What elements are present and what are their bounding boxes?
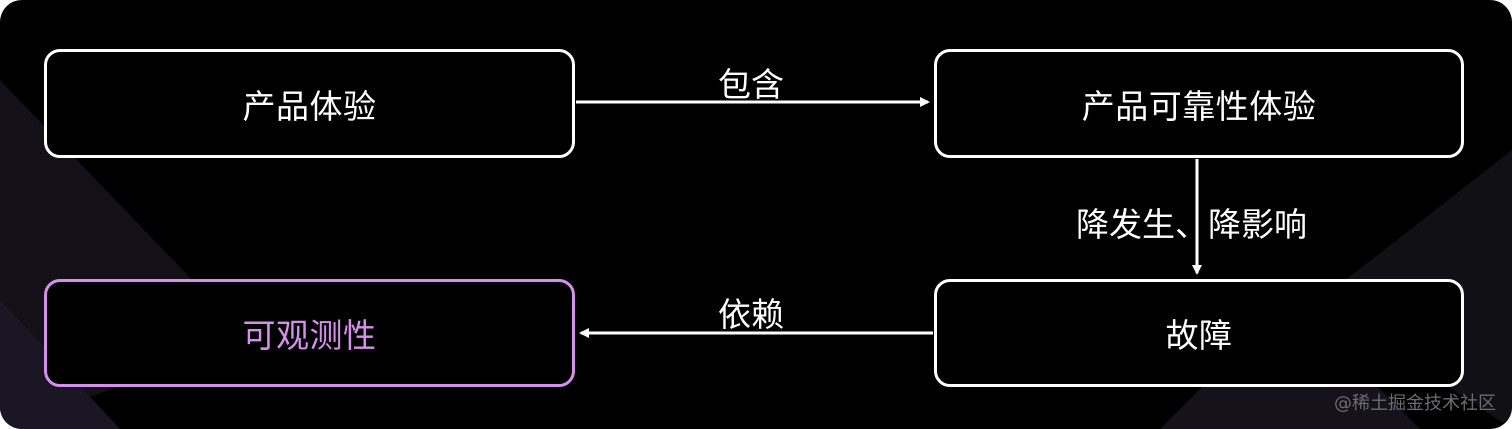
edge-label-contains: 包含 (718, 65, 784, 104)
node-label: 产品可靠性体验 (1081, 86, 1317, 126)
node-product-experience: 产品体验 (44, 49, 575, 158)
node-label: 可观测性 (242, 316, 377, 355)
node-reliability-experience: 产品可靠性体验 (934, 49, 1464, 158)
node-label: 产品体验 (242, 86, 377, 126)
watermark: @稀土掘金技术社区 (1334, 393, 1496, 414)
edge-label-depends: 依赖 (718, 295, 784, 334)
node-observability: 可观测性 (44, 279, 575, 387)
node-label: 故障 (1165, 316, 1233, 355)
edge-label-reduce: 降发生、降影响 (1076, 205, 1307, 244)
node-fault: 故障 (934, 279, 1464, 387)
